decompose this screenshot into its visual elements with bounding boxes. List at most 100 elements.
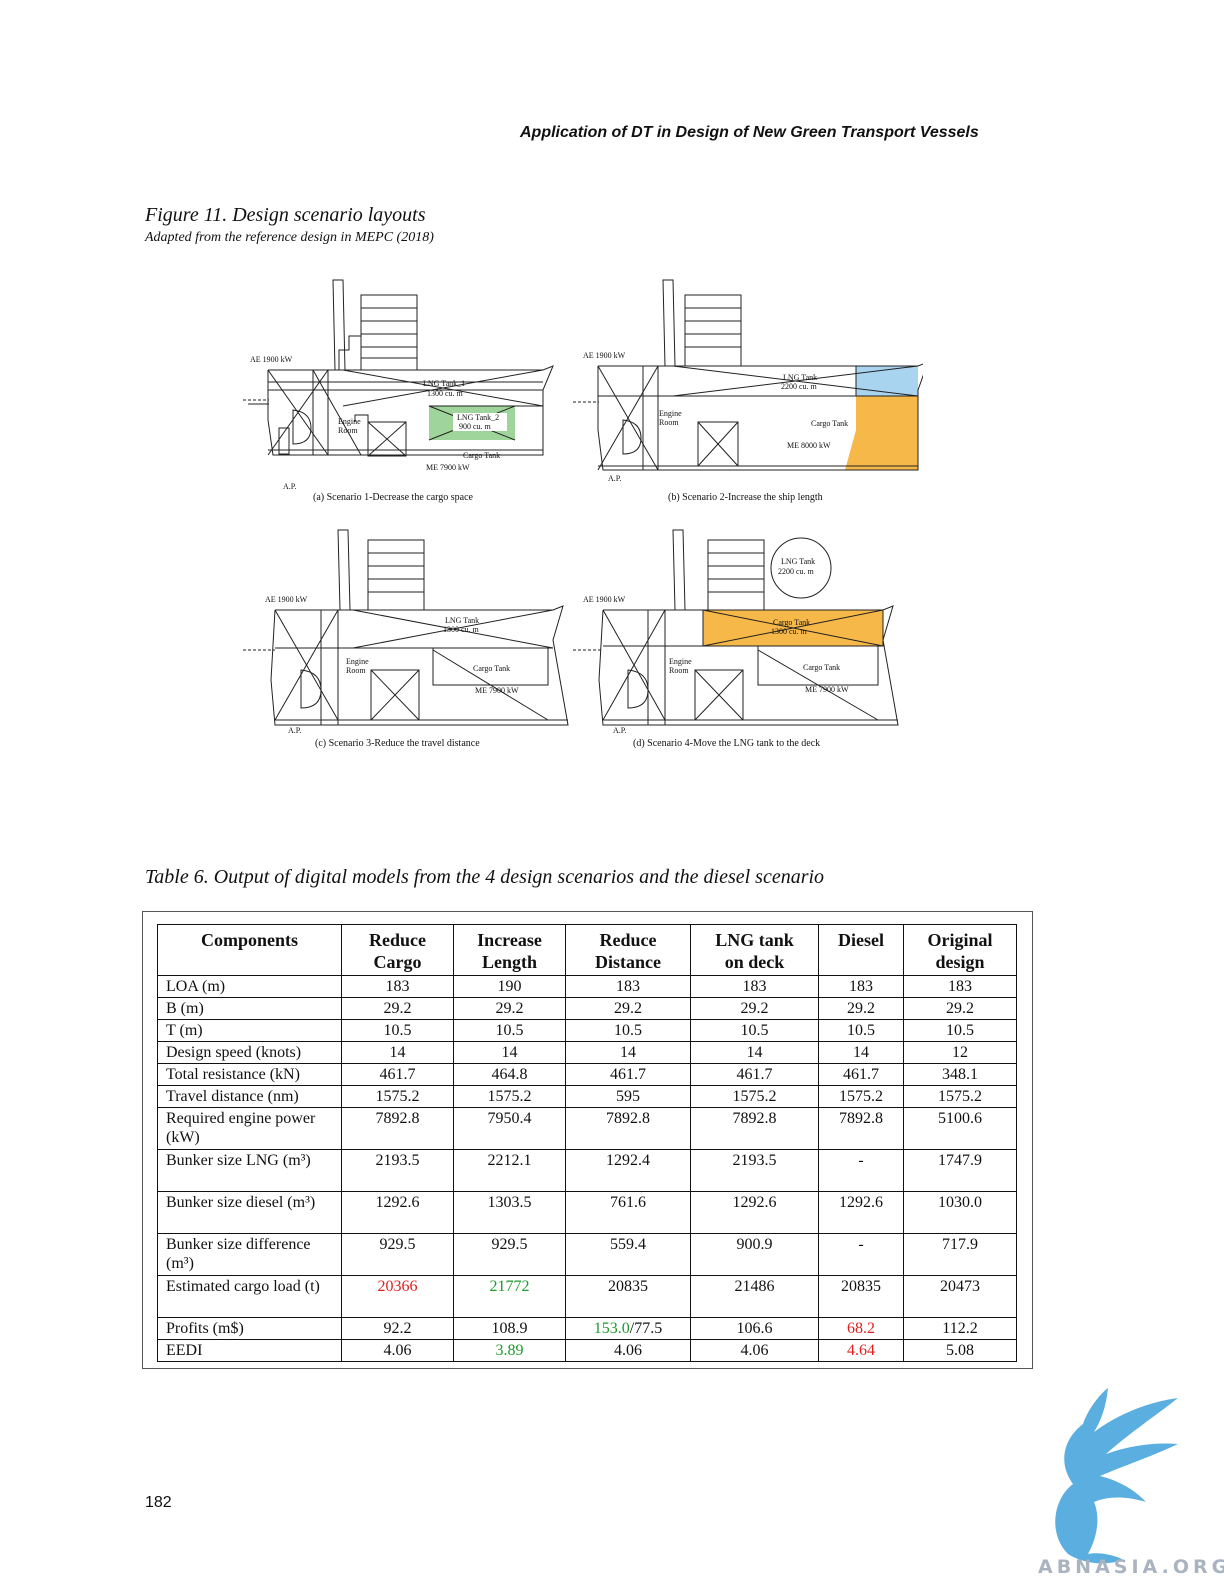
table-cell: 153.0/77.5 [565,1317,691,1340]
panel-c: AE 1900 kW LNG Tank 1300 cu. m Engine Ro… [243,529,569,749]
running-header: Application of DT in Design of New Green… [520,124,979,141]
table-cell: - [818,1149,904,1192]
a-me-label: ME 7900 kW [426,463,470,472]
b-tank-vol: 2200 cu. m [781,382,818,391]
d-tank-label: LNG Tank [781,557,815,566]
table-cell: 20835 [818,1275,904,1318]
b-caption: (b) Scenario 2-Increase the ship length [668,492,823,503]
table-cell: 10.5 [903,1019,1017,1042]
table-cell: 183 [341,975,454,998]
c-caption: (c) Scenario 3-Reduce the travel distanc… [315,738,480,749]
a-ae-label: AE 1900 kW [250,355,293,364]
table-cell: 4.06 [565,1339,691,1362]
table-cell: 1292.6 [341,1191,454,1234]
a-engine-label2: Room [338,426,358,435]
table-cell: 21486 [690,1275,819,1318]
table-cell: 1292.4 [565,1149,691,1192]
d-me-label: ME 7900 kW [805,685,849,694]
table-cell: 7892.8 [690,1107,819,1150]
abnasia-logo-icon [1055,1388,1178,1564]
b-tank-label: LNG Tank [783,373,817,382]
d-caption: (d) Scenario 4-Move the LNG tank to the … [633,738,820,749]
table-cell: 20473 [903,1275,1017,1318]
c-engine-label1: Engine [346,657,369,666]
table-cell: 2212.1 [453,1149,566,1192]
row-label: Bunker size LNG (m³) [157,1149,342,1192]
d-engine-label2: Room [669,666,689,675]
b-engine-label2: Room [659,418,679,427]
c-tank-vol: 1300 cu. m [443,625,480,634]
table-cell: 4.06 [341,1339,454,1362]
panel-d: LNG Tank 2200 cu. m AE 1900 kW Cargo Tan… [573,529,899,749]
d-engine-label1: Engine [669,657,692,666]
d-ap-label: A.P. [613,726,626,735]
table-cell: 108.9 [453,1317,566,1340]
c-ae-label: AE 1900 kW [265,595,308,604]
row-label: B (m) [157,997,342,1020]
table-cell: 92.2 [341,1317,454,1340]
table-cell: 21772 [453,1275,566,1318]
table-cell: 10.5 [565,1019,691,1042]
b-engine-label1: Engine [659,409,682,418]
table-cell: 14 [690,1041,819,1064]
d-tank-vol: 2200 cu. m [778,567,815,576]
table-cell: 10.5 [690,1019,819,1042]
table-cell: 5.08 [903,1339,1017,1362]
a-tank2-vol: 900 cu. m [459,422,492,431]
table-cell: 1292.6 [818,1191,904,1234]
row-label: Bunker size diesel (m³) [157,1191,342,1234]
table-cell: 559.4 [565,1233,691,1276]
b-cargo-label: Cargo Tank [811,419,848,428]
table-cell: 4.06 [690,1339,819,1362]
table-cell: 10.5 [341,1019,454,1042]
b-ae-label: AE 1900 kW [583,351,626,360]
c-tank-label: LNG Tank [445,616,479,625]
c-ap-label: A.P. [288,726,301,735]
table-cell: 106.6 [690,1317,819,1340]
table-cell: 4.64 [818,1339,904,1362]
table-cell: 29.2 [453,997,566,1020]
table-cell: 1575.2 [341,1085,454,1108]
row-label: Profits (m$) [157,1317,342,1340]
table-cell: 595 [565,1085,691,1108]
d-cargo-label: Cargo Tank [773,618,810,627]
table-cell: 112.2 [903,1317,1017,1340]
d-cargo2-label: Cargo Tank [803,663,840,672]
a-ap-label: A.P. [283,482,296,491]
table-cell: 14 [565,1041,691,1064]
table-cell: 464.8 [453,1063,566,1086]
table-cell: 1303.5 [453,1191,566,1234]
d-cargo-vol: 1300 cu. m [771,627,808,636]
table-cell: 1575.2 [903,1085,1017,1108]
table-cell: 3.89 [453,1339,566,1362]
table-cell: 190 [453,975,566,998]
table-cell: 1030.0 [903,1191,1017,1234]
table-cell: 29.2 [818,997,904,1020]
table-cell: 1575.2 [453,1085,566,1108]
table-cell: 5100.6 [903,1107,1017,1150]
design-scenario-figure: AE 1900 kW LNG Tank_1 1300 cu. m LNG Tan… [243,270,923,760]
table-cell: 20366 [341,1275,454,1318]
table-cell: 1575.2 [690,1085,819,1108]
a-cargo-label: Cargo Tank [463,451,500,460]
d-ae-label: AE 1900 kW [583,595,626,604]
panel-b: AE 1900 kW LNG Tank 2200 cu. m Engine Ro… [573,279,923,503]
panel-a: AE 1900 kW LNG Tank_1 1300 cu. m LNG Tan… [243,279,554,503]
table-cell: 7950.4 [453,1107,566,1150]
figure-caption: Figure 11. Design scenario layouts [145,204,426,226]
table-cell: 461.7 [565,1063,691,1086]
table-cell: 1292.6 [690,1191,819,1234]
table-cell: 14 [818,1041,904,1064]
a-tank1-vol: 1300 cu. m [427,389,464,398]
header-cell: Components [157,924,342,976]
b-me-label: ME 8000 kW [787,441,831,450]
